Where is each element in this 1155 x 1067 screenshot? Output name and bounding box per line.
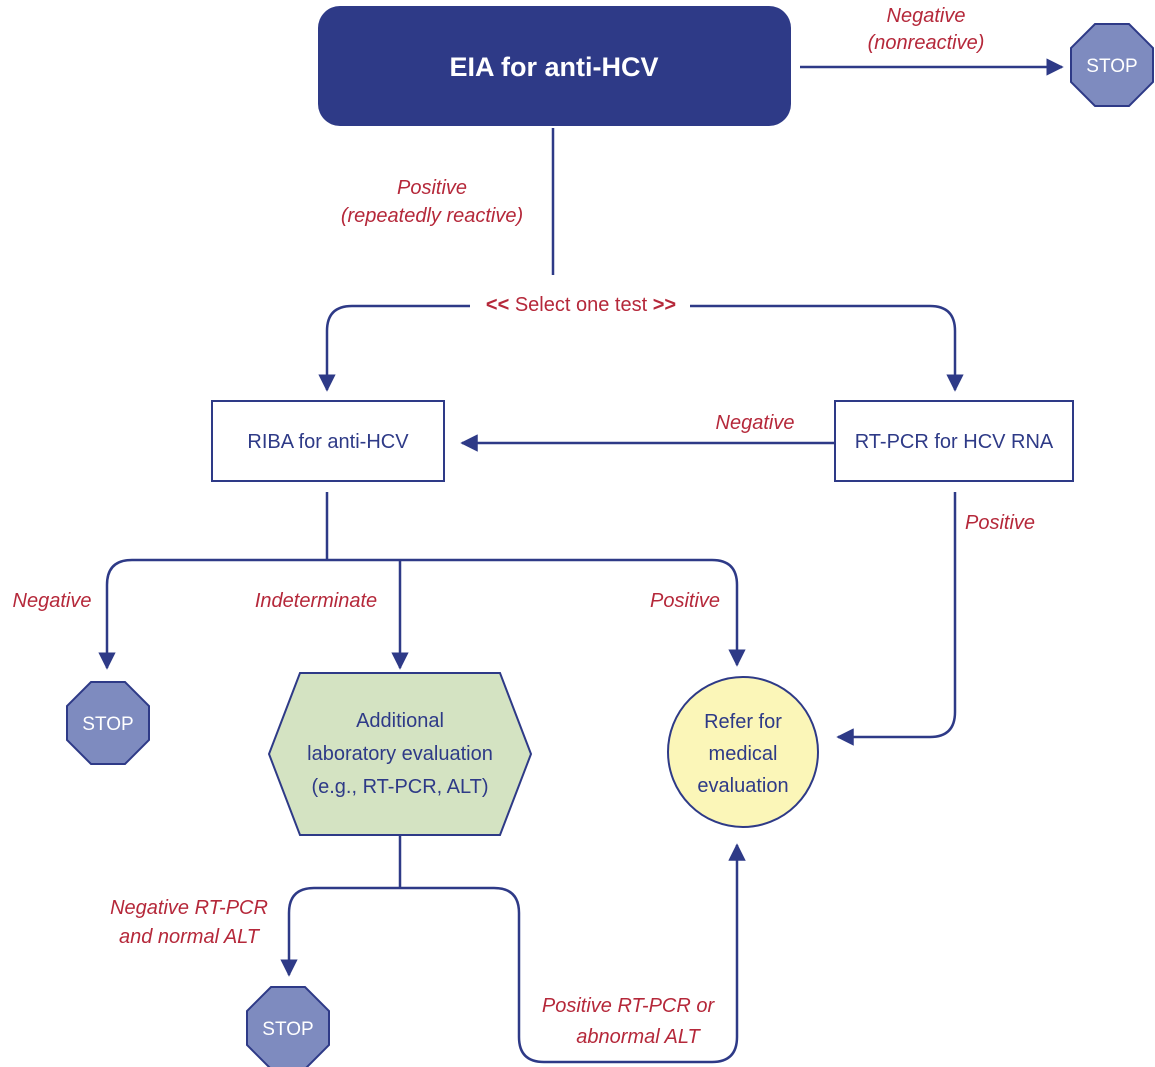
additional-line-1: Additional xyxy=(356,710,444,732)
refer-line-3: evaluation xyxy=(697,775,788,797)
select-left-marker: << xyxy=(486,294,509,316)
select-text: Select one test xyxy=(515,294,653,316)
edge-riba-negative xyxy=(98,558,133,670)
label-eia-negative-2: (nonreactive) xyxy=(868,32,985,54)
edge-select-rtpcr xyxy=(690,304,964,392)
refer-node: Refer for medical evaluation xyxy=(667,676,819,828)
label-pcr-positive: Positive xyxy=(965,512,1035,534)
label-riba-positive: Positive xyxy=(650,590,720,612)
riba-node-label: RIBA for anti-HCV xyxy=(247,431,409,453)
label-additional-negative-2: and normal ALT xyxy=(119,926,261,948)
label-eia-positive-2: (repeatedly reactive) xyxy=(341,205,523,227)
label-riba-indeterminate: Indeterminate xyxy=(255,590,377,612)
label-additional-positive-2: abnormal ALT xyxy=(576,1026,701,1048)
stop-sign-additional: STOP xyxy=(246,986,330,1067)
eia-node-label: EIA for anti-HCV xyxy=(450,52,659,82)
riba-node: RIBA for anti-HCV xyxy=(211,400,445,482)
edge-select-riba xyxy=(318,304,470,392)
rtpcr-node-label: RT-PCR for HCV RNA xyxy=(855,431,1054,453)
refer-line-2: medical xyxy=(709,743,778,765)
stop-label-additional: STOP xyxy=(262,1019,313,1040)
eia-node: EIA for anti-HCV xyxy=(318,6,791,126)
edge-additional-positive xyxy=(493,843,746,1064)
additional-line-3: (e.g., RT-PCR, ALT) xyxy=(311,776,488,798)
additional-evaluation-node: Additional laboratory evaluation (e.g., … xyxy=(267,672,533,836)
label-eia-negative-1: Negative xyxy=(887,5,966,27)
edge-additional-negative xyxy=(280,886,494,977)
label-pcr-negative: Negative xyxy=(716,412,795,434)
stop-label-top: STOP xyxy=(1086,56,1137,77)
label-select-one-test: << Select one test >> xyxy=(486,294,676,316)
stop-sign-top: STOP xyxy=(1070,23,1154,107)
stop-label-riba: STOP xyxy=(82,714,133,735)
label-additional-negative-1: Negative RT-PCR xyxy=(110,897,268,919)
edge-pcr-positive xyxy=(836,492,957,746)
label-riba-negative: Negative xyxy=(13,590,92,612)
refer-line-1: Refer for xyxy=(704,711,782,733)
edge-riba-positive xyxy=(132,558,746,667)
label-eia-positive-1: Positive xyxy=(397,177,467,199)
stop-sign-riba: STOP xyxy=(66,681,150,765)
select-right-marker: >> xyxy=(653,294,676,316)
additional-line-2: laboratory evaluation xyxy=(307,743,493,765)
label-additional-positive-1: Positive RT-PCR or xyxy=(542,995,716,1017)
rtpcr-node: RT-PCR for HCV RNA xyxy=(834,400,1074,482)
